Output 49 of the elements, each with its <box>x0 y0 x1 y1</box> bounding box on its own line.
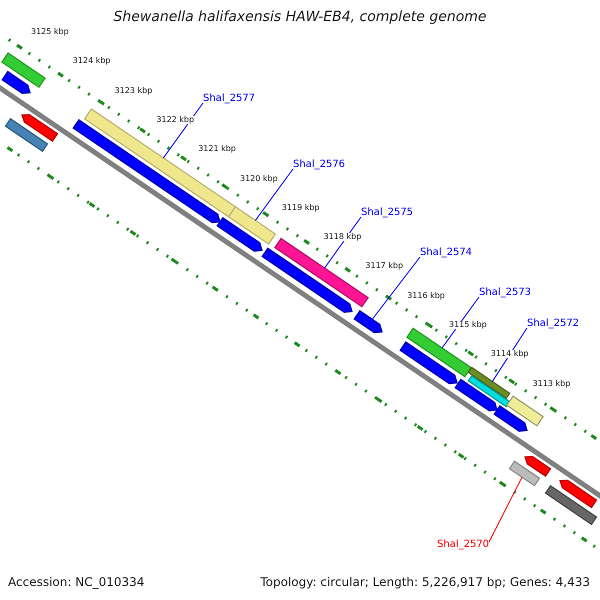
leader-line <box>324 216 362 269</box>
gene-feature <box>353 310 383 334</box>
position-label: 3125 kbp <box>31 28 69 36</box>
gene-feature <box>467 366 511 408</box>
gene-label: Shal_2575 <box>361 208 414 218</box>
leader-line <box>162 102 204 158</box>
position-label: 3120 kbp <box>240 174 278 182</box>
gene-feature <box>508 460 540 487</box>
gene-feature <box>261 247 353 313</box>
position-label: 3116 kbp <box>407 292 445 300</box>
gene-label: Shal_2576 <box>293 160 346 170</box>
position-label: 3122 kbp <box>156 116 194 124</box>
gene-feature <box>1 52 46 88</box>
gene-feature <box>399 341 458 384</box>
gene-feature <box>454 378 498 412</box>
gene-feature <box>493 405 528 432</box>
gene-feature <box>406 327 472 378</box>
position-label: 3113 kbp <box>532 380 570 388</box>
title: Shewanella halifaxensis HAW-EB4, complete genome <box>112 10 488 24</box>
gene-feature <box>21 114 58 142</box>
position-label: 3115 kbp <box>449 321 487 329</box>
accession-text: Accession: NC_010334 <box>8 576 144 588</box>
gene-label: Shal_2572 <box>527 319 580 329</box>
leader-line <box>254 168 294 221</box>
gene-feature <box>524 456 552 478</box>
gene-feature <box>228 206 276 245</box>
gene-feature <box>544 484 598 526</box>
leader-line <box>372 256 420 320</box>
gene-label: Shal_2570 <box>437 540 490 550</box>
gene-label: Shal_2573 <box>479 288 532 298</box>
gene-feature <box>216 216 263 252</box>
gene-feature <box>559 480 598 508</box>
position-label: 3118 kbp <box>324 233 362 242</box>
position-label: 3121 kbp <box>198 145 236 154</box>
position-label: 3124 kbp <box>72 57 110 66</box>
gene-feature <box>1 70 31 94</box>
gene-feature <box>506 395 544 427</box>
genome-summary-text: Topology: circular; Length: 5,226,917 bp; Genes: 4,433 <box>260 576 590 588</box>
leader-line <box>492 328 528 382</box>
position-label: 3114 kbp <box>490 350 528 358</box>
position-label: 3119 kbp <box>282 204 320 212</box>
position-label: 3123 kbp <box>114 86 152 95</box>
gene-feature <box>84 108 236 218</box>
leader-line <box>442 296 480 348</box>
gene-label: Shal_2574 <box>420 248 472 258</box>
gene-feature <box>4 118 48 152</box>
gene-label: Shal_2577 <box>203 94 256 104</box>
position-label: 3117 kbp <box>365 262 404 270</box>
leader-line <box>488 476 522 542</box>
